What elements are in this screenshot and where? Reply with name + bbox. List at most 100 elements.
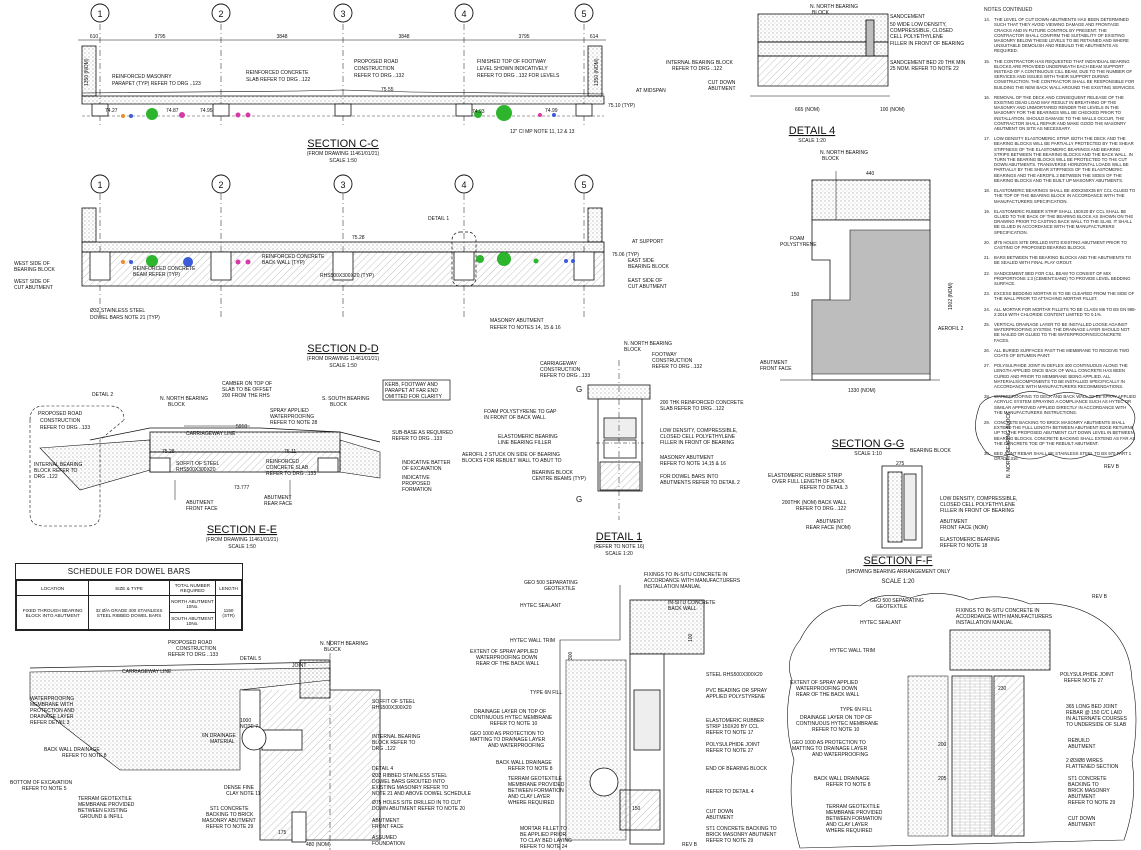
bl-label: NOTE 7 <box>240 724 258 730</box>
bl-label: N. NORTH BEARING <box>320 641 368 647</box>
schedule-title: SCHEDULE FOR DOWEL BARS <box>16 564 242 580</box>
ee-label: CAMBER ON TOP OF <box>222 381 272 387</box>
d1-label: 200 THK REINFORCED CONCRETE <box>660 400 744 406</box>
detail-bottom-right-drawing <box>787 593 1137 849</box>
bm-label: GEO 500 SEPARATING <box>524 580 578 586</box>
dd-label: EAST SIDE <box>628 258 655 264</box>
br-label: INSTALLATION MANUAL <box>956 620 1013 626</box>
br-label: DRAINAGE LAYER ON TOP OF <box>800 715 872 721</box>
dd-label: MASONRY ABUTMENT <box>490 318 544 324</box>
note-number: 19. <box>984 208 990 214</box>
bl-label: ST1 CONCRETE <box>210 806 249 812</box>
d1-label: BLOCK <box>624 347 642 353</box>
detail-bottom-middle-drawing <box>559 585 705 850</box>
bl-label: MEMBRANE WITH <box>30 702 73 708</box>
br-label: REV B <box>1092 594 1108 600</box>
br-label: REFER TO NOTE 10 <box>812 727 860 733</box>
ff-label: ELASTOMERIC BEARING <box>940 537 1000 543</box>
ee-label: FRONT FACE <box>186 506 218 512</box>
note-number: 17. <box>984 136 990 142</box>
ee-label: REFER TO DRG ..133 <box>266 471 316 477</box>
ee-label: INDICATIVE <box>402 475 430 481</box>
d1-label: REFER TO NOTE 14,15 & 16 <box>660 461 726 467</box>
bl-label: PROPOSED ROAD <box>168 640 213 646</box>
ee-label: BLOCK <box>168 402 186 408</box>
note-number: 18. <box>984 188 990 194</box>
section-cc-title-block: SECTION C-C (FROM DRAWING 11461/01/21) S… <box>307 138 380 164</box>
cc-level: 74.95 <box>200 108 213 114</box>
dd-label: BEAM REFER (TYP) <box>133 272 180 278</box>
bm-label: ABUTMENT <box>706 815 734 821</box>
bm-label: REV B <box>682 842 698 848</box>
ee-label: DETAIL 2 <box>92 392 113 398</box>
ff-label: N. NORTH BEARING BLOCK <box>1006 411 1012 478</box>
section-ee-sub: (FROM DRAWING 11461/01/21) <box>206 537 279 543</box>
note-number: 14. <box>984 17 990 23</box>
dd-label: REINFORCED CONCRETE <box>262 254 325 260</box>
grid-label-2: 2 <box>218 180 223 190</box>
section-cc-drawing <box>78 24 606 128</box>
bl-label: BACKING TO BRICK <box>206 812 254 818</box>
detail-1-title: DETAIL 1 <box>596 531 642 543</box>
section-gg-title: SECTION G-G <box>832 438 905 450</box>
cc-label: FINISHED TOP OF FOOTWAY <box>477 59 547 65</box>
bl-label: CONSTRUCTION <box>176 646 217 652</box>
bl-label: CARRIAGEWAY LINE <box>122 669 172 675</box>
br-label: CUT DOWN <box>1068 816 1096 822</box>
note-item: 26.ALL BURIED SURFACES PAST THE MEMBRANE… <box>984 348 1136 358</box>
dd-label: Ø32 STAINLESS STEEL <box>90 308 145 314</box>
bm-label: MORTAR FILLET TO <box>520 826 567 832</box>
dim-6: 614 <box>590 34 599 40</box>
dd-label: WEST SIDE OF <box>14 279 50 285</box>
ee-label: SPRAY APPLIED <box>270 408 309 414</box>
note-number: 28. <box>984 394 990 400</box>
bm-label: 300 <box>568 651 574 660</box>
ff-label: FRONT FACE (NOM) <box>940 525 988 531</box>
ff-label: 275 <box>896 461 905 467</box>
dim-1: 610 <box>90 34 99 40</box>
dd-label: EAST SIDE OF <box>628 278 662 284</box>
bm-label: APPLIED POLYSTYRENE <box>706 694 766 700</box>
section-dd-sub: (FROM DRAWING 11461/01/21) <box>307 356 380 362</box>
gg-label: POLYSTYRENE <box>780 242 817 248</box>
d1-label: MASONRY ABUTMENT <box>660 455 714 461</box>
note-item: 27.POLYSULPHIDE JOINT IN DEFLEX 400 CONT… <box>984 363 1136 389</box>
cc-level: 75.55 <box>381 87 394 93</box>
bm-label: EXTENT OF SPRAY APPLIED <box>470 649 538 655</box>
bl-label: FRONT FACE <box>372 824 404 830</box>
d1-label: ABUTMENTS REFER TO DETAIL 2 <box>660 480 740 486</box>
detail-1-title-block: DETAIL 1 (REFER TO NOTE 16) SCALE 1:20 <box>594 531 645 557</box>
d4-label: N. NORTH BEARING <box>810 4 858 10</box>
grid-bubbles-cc <box>90 3 594 23</box>
ff-label: CLOSED CELL POLYETHYLENE <box>940 502 1016 508</box>
dd-label: BEARING BLOCK <box>628 264 670 270</box>
cc-label: PARAPET (TYP) REFER TO DRG ..123 <box>112 81 201 87</box>
cc-label: REFER TO DRG ..132 FOR LEVELS <box>477 73 560 79</box>
br-label: REBUILD <box>1068 738 1090 744</box>
section-cc-scale: SCALE 1:50 <box>329 158 357 164</box>
bm-label: CUT DOWN <box>706 809 734 815</box>
ff-label: REFER TO NOTE 18 <box>940 543 988 549</box>
ee-label: BLOCK <box>330 402 348 408</box>
grid-label-5: 5 <box>581 9 586 19</box>
grid-label-1: 1 <box>97 9 102 19</box>
note-item: 24.ALL MORTAR FOR MORTAR FILLETS TO BE C… <box>984 307 1136 317</box>
bl-label: MASONRY ABUTMENT <box>202 818 256 824</box>
dd-label: WEST SIDE OF <box>14 261 50 267</box>
note-number: 25. <box>984 321 990 327</box>
section-dd-scale: SCALE 1:50 <box>329 363 357 369</box>
bl-label: BACK WALL DRAINAGE <box>44 747 100 753</box>
schedule-cell-location: FIXED THROUGH BEARING BLOCK INTO ABUTMEN… <box>15 595 90 630</box>
dd-label: REFER TO NOTES 14, 15 & 16 <box>490 325 561 331</box>
br-label: REAR OF THE BACK WALL <box>796 692 860 698</box>
bm-label: GEOTEXTILE <box>544 586 576 592</box>
bl-label: ASSUMED <box>372 835 397 841</box>
dd-level: 75.28 <box>352 235 365 241</box>
d1-label: N. NORTH BEARING <box>624 341 672 347</box>
bm-label: ACCORDANCE WITH MANUFACTURERS <box>644 578 741 584</box>
grid-label-3: 3 <box>340 180 345 190</box>
bl-label: BOTTOM OF EXCAVATION <box>10 780 73 786</box>
gg-label: ABUTMENT <box>760 360 788 366</box>
schedule-header-length: LENGTH <box>215 580 242 596</box>
detail-1-scale: SCALE 1:20 <box>605 551 633 557</box>
